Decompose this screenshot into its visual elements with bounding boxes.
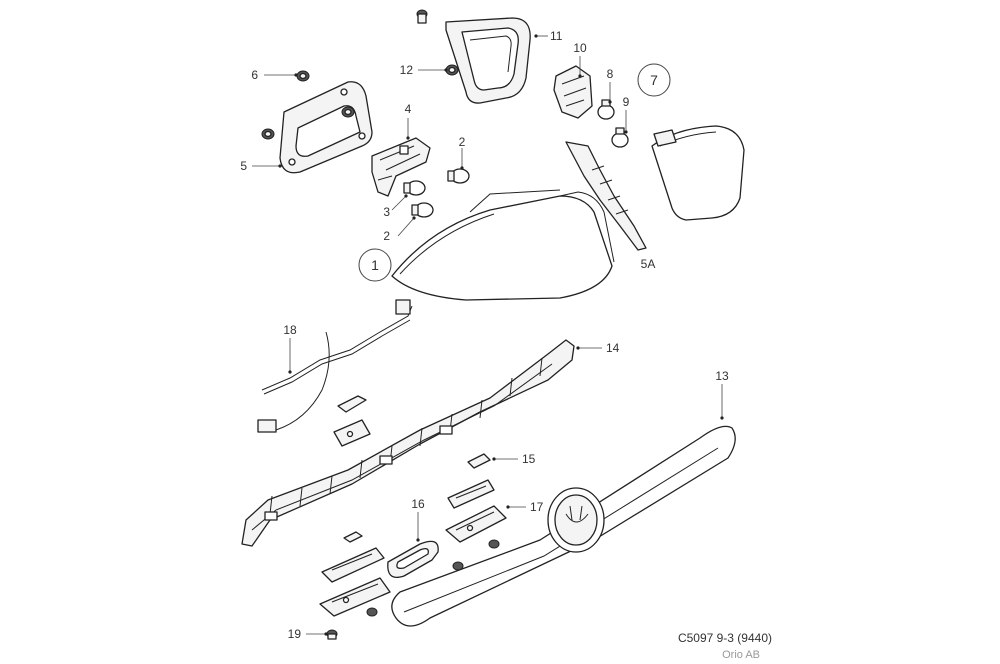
part-18-wiring-harness xyxy=(257,299,413,447)
label-part-15: 15 xyxy=(522,452,536,466)
label-part-4: 4 xyxy=(405,102,412,116)
plate-left-lower xyxy=(319,577,391,617)
nut-5-left xyxy=(261,128,275,140)
nut-lower xyxy=(366,607,378,617)
label-part-12: 12 xyxy=(400,63,414,77)
company-name: Orio AB xyxy=(722,649,760,661)
part-10-bulb-socket xyxy=(553,65,593,119)
leader-lines xyxy=(252,34,724,636)
part-2-bulb-upper xyxy=(447,168,470,184)
part-3-bulb xyxy=(403,180,426,196)
label-part-13: 13 xyxy=(715,369,729,383)
label-part-17: 17 xyxy=(530,500,544,514)
part-17-bracket-lower xyxy=(445,505,507,543)
part-11-bolt xyxy=(416,9,428,24)
part-7-inner-lamp xyxy=(651,125,745,221)
diagram-code: C5097 9-3 (9440) xyxy=(678,631,772,645)
nut-mid xyxy=(452,561,464,571)
label-part-7: 7 xyxy=(650,72,658,88)
part-19-nut xyxy=(326,629,338,640)
label-part-2-lower: 2 xyxy=(383,229,390,243)
part-14-handle-bracket xyxy=(241,339,575,547)
clip-left-upper xyxy=(343,531,363,543)
part-12-nut xyxy=(445,64,459,76)
callout-circle-1 xyxy=(358,248,392,282)
part-13-trim-handle xyxy=(391,425,736,627)
part-1-tail-lamp xyxy=(391,189,615,301)
part-2-bulb-lower xyxy=(411,202,434,218)
part-8-bulb xyxy=(597,99,615,120)
label-part-16: 16 xyxy=(411,497,425,511)
part-16-handle-insert xyxy=(387,540,439,579)
label-part-5: 5 xyxy=(240,159,247,173)
callout-circle-7 xyxy=(637,63,671,97)
label-part-1: 1 xyxy=(371,257,379,273)
label-part-5a: 5A xyxy=(641,257,656,271)
part-15-switch xyxy=(467,453,491,469)
label-part-9: 9 xyxy=(623,95,630,109)
part-6-nut xyxy=(296,70,310,82)
nut-17 xyxy=(488,539,500,549)
label-part-8: 8 xyxy=(607,67,614,81)
label-part-19: 19 xyxy=(288,627,302,641)
part-17-bracket-upper xyxy=(447,479,495,509)
nut-5-upper xyxy=(341,106,355,118)
part-5a-gasket-strip xyxy=(565,141,647,251)
part-11-gasket-frame xyxy=(445,17,531,104)
label-part-14: 14 xyxy=(606,341,620,355)
label-part-10: 10 xyxy=(573,41,587,55)
label-part-2-upper: 2 xyxy=(459,135,466,149)
part-4-bulb-holder xyxy=(371,137,431,197)
part-5-gasket xyxy=(279,81,373,174)
label-part-11: 11 xyxy=(550,29,563,43)
label-part-3: 3 xyxy=(383,205,390,219)
plate-left-upper xyxy=(321,547,385,583)
label-part-6: 6 xyxy=(251,68,258,82)
part-9-bulb xyxy=(611,127,629,148)
label-part-18: 18 xyxy=(283,323,297,337)
